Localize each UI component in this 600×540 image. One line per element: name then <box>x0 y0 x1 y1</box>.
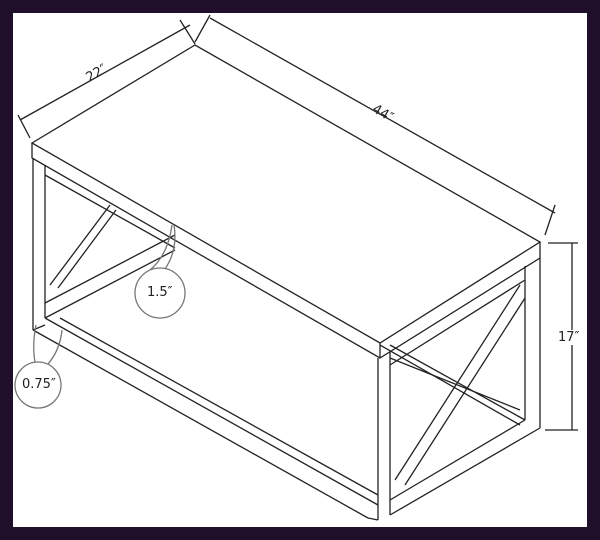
leg-thickness-label: 0.75″ <box>22 377 56 392</box>
callouts <box>14 224 186 409</box>
right-frame <box>379 258 541 516</box>
left-frame <box>32 158 176 331</box>
top-thickness-label: 1.5″ <box>147 285 173 300</box>
front-frame <box>32 317 391 521</box>
table-top <box>30 44 542 359</box>
height-label: 17″ <box>558 330 580 345</box>
